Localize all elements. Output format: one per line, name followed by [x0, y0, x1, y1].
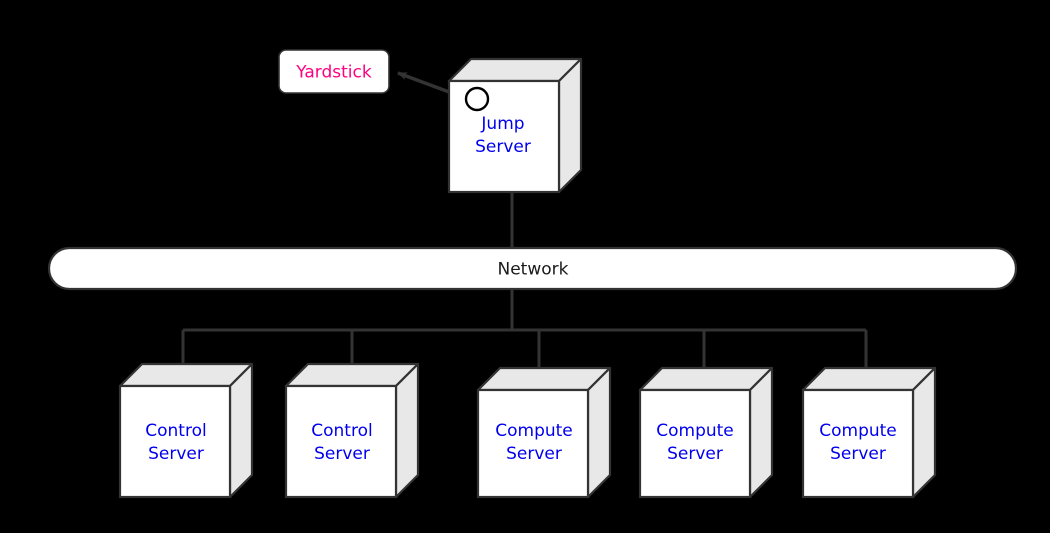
server-label-line2: Server	[314, 444, 370, 464]
jump-server-label-line1: Jump	[480, 114, 524, 134]
server-front-face[interactable]	[801, 388, 915, 499]
server-node-control-server-1[interactable]: Control Server	[118, 362, 254, 499]
server-label-line1: Control	[145, 421, 206, 441]
server-side-face	[394, 362, 420, 499]
server-front-face[interactable]	[638, 388, 752, 499]
network-label: Network	[498, 260, 569, 280]
server-side-face	[911, 366, 937, 499]
server-node-compute-server-1[interactable]: Compute Server	[476, 366, 612, 499]
server-side-face	[228, 362, 254, 499]
yardstick-label: Yardstick	[295, 63, 372, 83]
server-label-line1: Compute	[819, 421, 897, 441]
server-front-face[interactable]	[284, 384, 398, 499]
server-node-compute-server-3[interactable]: Compute Server	[801, 366, 937, 499]
jump-server-side-face	[557, 57, 583, 194]
jump-server-label-line2: Server	[475, 137, 531, 157]
server-node-control-server-2[interactable]: Control Server	[284, 362, 420, 499]
server-side-face	[586, 366, 612, 499]
server-front-face[interactable]	[476, 388, 590, 499]
network-node[interactable]: Network	[47, 246, 1018, 291]
server-label-line1: Compute	[495, 421, 573, 441]
server-label-line2: Server	[667, 444, 723, 464]
server-label-line1: Control	[311, 421, 372, 441]
yardstick-box[interactable]	[278, 49, 390, 94]
server-node-compute-server-2[interactable]: Compute Server	[638, 366, 774, 499]
server-label-line2: Server	[148, 444, 204, 464]
server-side-face	[748, 366, 774, 499]
yardstick-annotation[interactable]: Yardstick	[278, 49, 390, 94]
server-label-line2: Server	[830, 444, 886, 464]
jump-server-node[interactable]: Jump Server	[447, 57, 583, 194]
circle-port-icon[interactable]	[464, 86, 490, 112]
network-bar[interactable]	[47, 246, 1018, 291]
server-label-line2: Server	[506, 444, 562, 464]
server-front-face[interactable]	[118, 384, 232, 499]
server-label-line1: Compute	[656, 421, 734, 441]
